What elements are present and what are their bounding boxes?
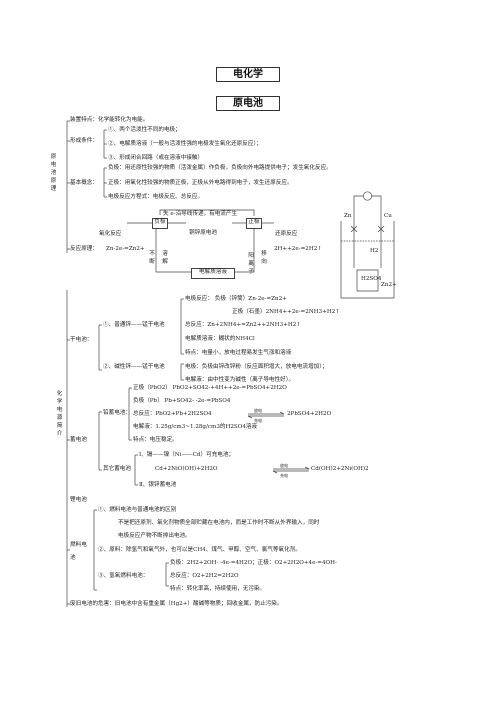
cation-label: 阳离子 [248, 253, 254, 275]
lead-line: 电解液：1.25g/cm3~1.28g/cm3的H2SO4溶液 [133, 424, 258, 430]
concept-item: 负极：用还原性较强的物质（活泼金属）作负极，负极向外电路提供电子；发生氧化反应。 [108, 165, 332, 171]
ordinary-line: 电解质溶液：糊状的NH4Cl [185, 336, 255, 342]
dissolve-label: 溶解 [162, 251, 168, 265]
ordinary-line: 正极（石墨）2NH4++2e-=2NH3+H2↑ [232, 309, 340, 315]
other-line: Cd(OH)2+2Ni(OH)2 [311, 466, 369, 472]
alkaline-line: 电解液：由中性变为碱性（离子导电性好）。 [185, 377, 295, 383]
fuel-line: 电极反应产物不断排出电池。 [118, 533, 191, 539]
other-line: Ⅱ、银锌蓄电池 [139, 482, 177, 488]
ordinary-line: 总反应：Zn+2NH4+=Zn2++2NH3+H2↑ [185, 322, 301, 328]
acid-label: H2SO4 [361, 276, 382, 282]
device-label: 铜锌原电池 [189, 230, 217, 236]
fuel-line: 不是把还原剂、氧化剂物质全部贮藏在电池内，而是工作时不断从外界输入，同时 [118, 520, 320, 526]
lead-line: 正极（PbO2） PbO2+SO42-+4H++2e-=PbSO4+2H2O [133, 385, 287, 391]
lead-line: 2PbSO4+2H2O [287, 411, 332, 417]
diagram-top-note: 失 e-沿导线传递，有电流产生 [163, 211, 238, 217]
condition-item: ③、形成闭合回路（或在溶液中接触） [108, 155, 204, 161]
fuel-line: ②、原料：除氢气和氧气外，也可以是CH4、煤气、甲醇、空气、氯气等氧化剂。 [98, 547, 301, 553]
positive-equation: 2H++2e-=2H2↑ [274, 246, 322, 252]
h2o2-line: 总反应：O2+2H2=2H2O [170, 573, 239, 579]
alkaline-line: 电极：负极由锌改锌粉（反应面积增大，放电电流增加）； [185, 364, 328, 370]
lead-line: 特点：电压稳定。 [133, 437, 178, 443]
electrolyte-box: 电解质溶液 [191, 268, 235, 279]
ordinary-line: 电极反应： 负极（锌筒）Zn-2e-=Zn2+ [185, 296, 287, 302]
feature-line: 装置特点：化学能转化为电能。 [70, 117, 149, 123]
principle-label: 反应原理： [70, 246, 98, 252]
unceasing-label: 不断 [149, 251, 155, 265]
lithium-battery-label: 锂电池 [70, 497, 87, 503]
concept-item: 电极反应方程式：电极反应、总反应。 [108, 194, 204, 200]
copper-label: Cu [384, 213, 392, 219]
zinc-ion-label: Zn2+ [381, 282, 397, 288]
lead-line: 总反应：PbO2+Pb+2H2SO4 [133, 411, 212, 417]
ordinary-battery-label: ①、普通锌——锰干电池 [103, 322, 165, 328]
ordinary-line: 特点：电量小，放电过程易发生气涨和溶液 [185, 350, 292, 356]
zinc-label: Zn [344, 213, 352, 219]
storage-battery-label: 蓄电池 [70, 437, 87, 443]
h2o2-line: 负极：2H2+2OH- -4e-=4H2O；正极：O2+2H2O+4e-=4OH… [170, 560, 337, 566]
hydrogen-label: H2 [370, 248, 379, 254]
page-subtitle: 原电池 [216, 96, 280, 111]
conditions-label: 形成条件： [70, 138, 98, 144]
reduction-label: 还原反应 [275, 231, 298, 237]
other-line: Cd+2NiO(OH)+2H2O [155, 466, 218, 472]
galvanic-side-label: 原电池原理 [50, 154, 57, 192]
lead-line: 负极（Pb） Pb+SO42- -2e-=PbSO4 [133, 398, 231, 404]
positive-electrode-box: 正极 [246, 218, 262, 229]
lead-battery-label: 铅蓄电池： [103, 410, 131, 416]
page-title: 电化学 [216, 67, 280, 82]
fuel-battery-label: 燃料电池 [70, 542, 87, 561]
hydrogen-oxygen-label: ③、氢氧燃料电池： [98, 573, 149, 579]
negative-equation: Zn-2e-=Zn2+ [106, 246, 145, 252]
negative-electrode-box: 负极 [152, 218, 168, 229]
fuel-line: ①、燃料电池与普通电池的区别 [98, 507, 177, 513]
other-battery-label: 其它蓄电池 [103, 466, 131, 472]
waste-battery-line: 废旧电池的危害：旧电池中含有重金属（Hg2+）酸碱等物质；回收金属，防止污染。 [70, 601, 283, 607]
condition-item: ①、两个活泼性不同的电极； [108, 127, 181, 133]
condition-item: ②、电解质溶液（一般与活泼性强的电极发生氧化还原反应）； [108, 141, 262, 147]
oxidation-label: 氧化反应 [99, 231, 122, 237]
migrate-label: 移向 [261, 251, 267, 265]
concepts-label: 基本概念： [70, 180, 98, 186]
lead-discharge-label: 放电 [254, 408, 262, 413]
dry-battery-label: 干电池： [70, 337, 93, 343]
concept-item: 正极：用氧化性较强的物质正极，正极从外电路得到电子，发生还原反应。 [108, 180, 293, 186]
lead-charge-label: 充电 [254, 418, 262, 423]
alkaline-battery-label: ②、碱性锌——锰干电池 [103, 364, 165, 370]
h2o2-line: 特点：转化率高，持续使用，无污染。 [170, 586, 266, 592]
other-discharge-label: 放电 [280, 463, 288, 468]
other-line: Ⅰ、镉——镍（Ni——Cd）可充电池； [139, 452, 235, 458]
other-charge-label: 充电 [280, 473, 288, 478]
chemical-power-side-label: 化学电源简介 [56, 391, 63, 437]
